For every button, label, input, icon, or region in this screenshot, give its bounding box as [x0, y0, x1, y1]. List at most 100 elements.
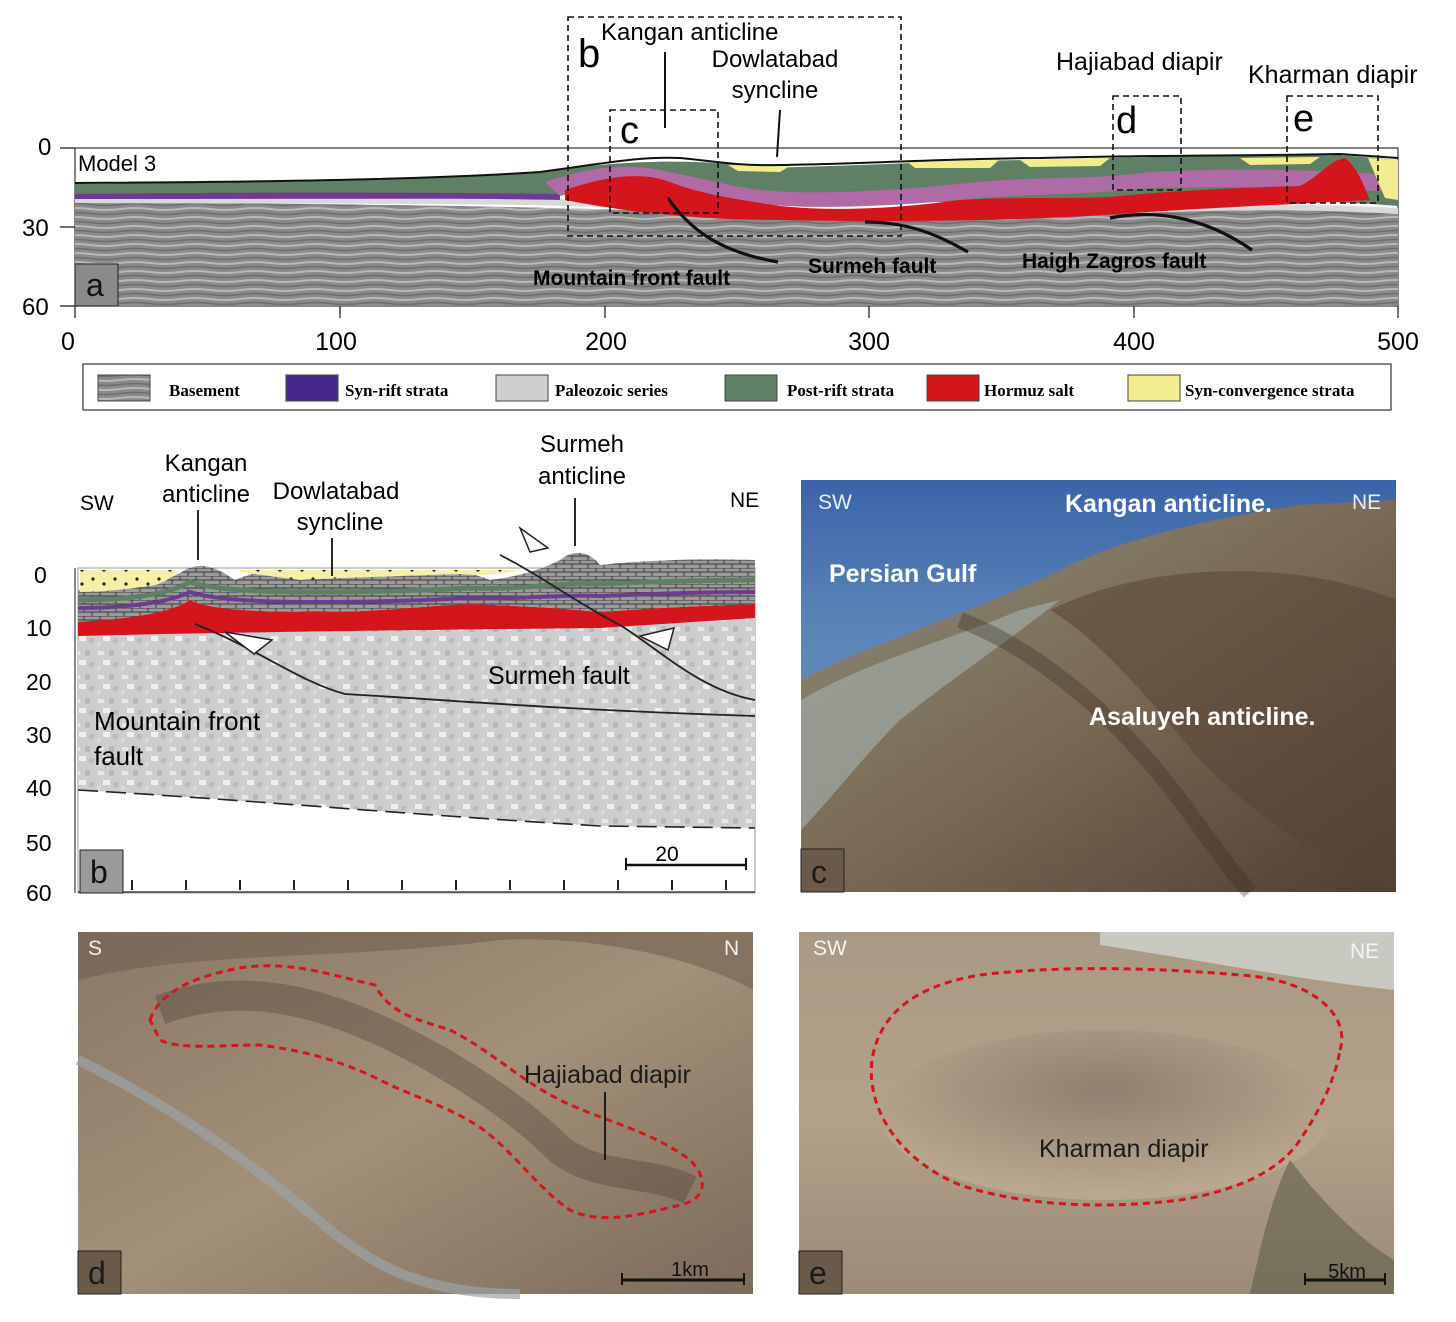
panel-b-ne: NE [730, 489, 759, 512]
box-c-letter: c [620, 110, 639, 152]
legend-swatch-syn-rift [285, 374, 339, 402]
kharman-callout: Kharman diapir [1248, 61, 1418, 89]
panel-b-kangan-line1: Kangan [165, 450, 248, 477]
dowlatabad-callout-line1: Dowlatabad [712, 46, 839, 73]
legend-swatch-post-rift [724, 374, 778, 402]
surmeh-fault-trace [864, 220, 969, 254]
panel-b-mff-line1: Mountain front [94, 706, 261, 736]
legend-swatch-basement [97, 374, 151, 402]
panel-b-kangan-line2: anticline [162, 481, 250, 508]
legend-label-post-rift: Post-rift strata [787, 381, 895, 400]
panel-b-dowlatabad-line2: syncline [297, 509, 384, 536]
syn-conv-patch [1020, 158, 1110, 167]
panel-e-photo: SW NE Kharman diapir 5km e [798, 932, 1394, 1295]
legend-label-basement: Basement [169, 381, 240, 400]
panel-b-y-tick: 30 [26, 722, 52, 748]
panel-e-letter-box [798, 1250, 843, 1295]
panel-b-mff-trace [194, 623, 756, 717]
model-label: Model 3 [78, 151, 156, 176]
panel-b-post-rift-line [77, 577, 756, 603]
panel-d-river [75, 1055, 521, 1299]
panel-d-n: N [724, 937, 739, 960]
syn-conv-patch [728, 165, 790, 172]
panel-b-y-tick: 40 [26, 775, 52, 801]
legend-swatch-paleozoic [495, 374, 549, 402]
dowlatabad-leader [776, 109, 781, 158]
x-tick-label: 300 [848, 328, 890, 356]
panel-b-surmeh-line1: Surmeh [540, 431, 624, 458]
panel-e-letter: e [809, 1255, 827, 1291]
panel-b-fault-arrow [224, 631, 274, 655]
panel-b-basement [78, 618, 755, 828]
panel-c-industrial-zone [801, 600, 1060, 830]
panel-b-syn-rift-line [77, 589, 756, 610]
panel-b-y-tick: 50 [26, 830, 52, 856]
mountain-front-fault-trace [666, 197, 779, 264]
x-tick-label: 500 [1377, 328, 1419, 356]
x-tick-label: 200 [585, 328, 627, 356]
syn-conv-patch [1240, 157, 1320, 165]
legend-label-syn-convergence: Syn-convergence strata [1185, 381, 1355, 400]
legend-label-syn-rift: Syn-rift strata [345, 381, 449, 400]
panel-d-ridges [78, 932, 753, 990]
panel-e-ne: NE [1350, 940, 1379, 963]
panel-c-photo: SW NE Kangan anticline. Persian Gulf Asa… [800, 480, 1396, 898]
kangan-callout: Kangan anticline [601, 19, 778, 46]
panel-e-scale-label: 5km [1328, 1261, 1366, 1283]
panel-d-label: Hajiabad diapir [524, 1061, 691, 1089]
panel-b-y-tick: 20 [26, 669, 52, 695]
syn-conv-patch [1368, 158, 1398, 200]
legend-swatch-syn-convergence [1127, 374, 1181, 402]
panel-d-s: S [88, 937, 102, 960]
panel-b-fault-arrow [518, 525, 550, 553]
x-tick-label: 100 [315, 328, 357, 356]
hormuz-salt-unit [565, 158, 1370, 222]
box-b [567, 16, 902, 237]
legend-swatch-hormuz [926, 374, 980, 402]
panel-e-dome [880, 1030, 1330, 1200]
surmeh-fault-label: Surmeh fault [808, 255, 936, 278]
panel-b-dowlatabad-line1: Dowlatabad [273, 478, 400, 505]
x-tick-label: 0 [61, 328, 75, 356]
legend-label-paleozoic: Paleozoic series [555, 381, 668, 400]
box-e-letter: e [1293, 98, 1314, 140]
panel-c-ne: NE [1352, 491, 1381, 514]
panel-b-salt [78, 600, 755, 636]
panel-e-fields [1250, 1160, 1394, 1294]
haigh-zagros-fault-trace [1109, 213, 1253, 252]
panel-e-sw: SW [813, 937, 847, 960]
panel-a-letter-box [74, 263, 119, 307]
panel-d-terrain [78, 932, 753, 1294]
panel-b-mff-line2: fault [94, 741, 144, 771]
panel-b-letter-box [79, 849, 124, 894]
panel-b-syn-conv-patch [240, 570, 520, 580]
panel-d-letter: d [88, 1255, 106, 1291]
box-d-letter: d [1116, 100, 1137, 142]
mountain-front-fault-label: Mountain front fault [533, 267, 730, 290]
panel-d-letter-box [77, 1250, 122, 1295]
box-d [1112, 95, 1182, 191]
box-b-letter: b [578, 32, 600, 76]
panel-c-gulf-label: Persian Gulf [829, 560, 977, 588]
panel-b-surmeh-fault-trace [499, 554, 756, 701]
x-tick-label: 400 [1113, 328, 1155, 356]
panel-c-ridge-shadow [1050, 571, 1396, 892]
hajiabad-callout: Hajiabad diapir [1056, 48, 1223, 76]
panel-b-letter: b [90, 854, 108, 890]
legend: Basement Syn-rift strata Paleozoic serie… [82, 363, 1392, 411]
panel-b-y-tick: 60 [26, 880, 52, 906]
panel-c-letter: c [811, 854, 827, 890]
panel-d-photo: S N Hajiabad diapir 1km d [75, 932, 753, 1299]
panel-b-surmeh-fault: Surmeh fault [488, 662, 630, 690]
box-e [1286, 95, 1379, 204]
panel-b-fault-arrow [637, 626, 676, 652]
panel-c-ridge-line [957, 612, 1256, 898]
panel-d-diapir-outline [148, 964, 704, 1220]
panel-d-diapir-texture [154, 980, 697, 1204]
y-tick-label: 60 [22, 294, 49, 321]
panel-c-kangan-label: Kangan anticline. [1065, 490, 1272, 518]
basement-unit [75, 202, 1398, 306]
panel-e-diapir-outline [869, 967, 1344, 1207]
haigh-zagros-fault-label: Haigh Zagros fault [1022, 250, 1206, 273]
dowlatabad-callout-line2: syncline [732, 77, 819, 104]
